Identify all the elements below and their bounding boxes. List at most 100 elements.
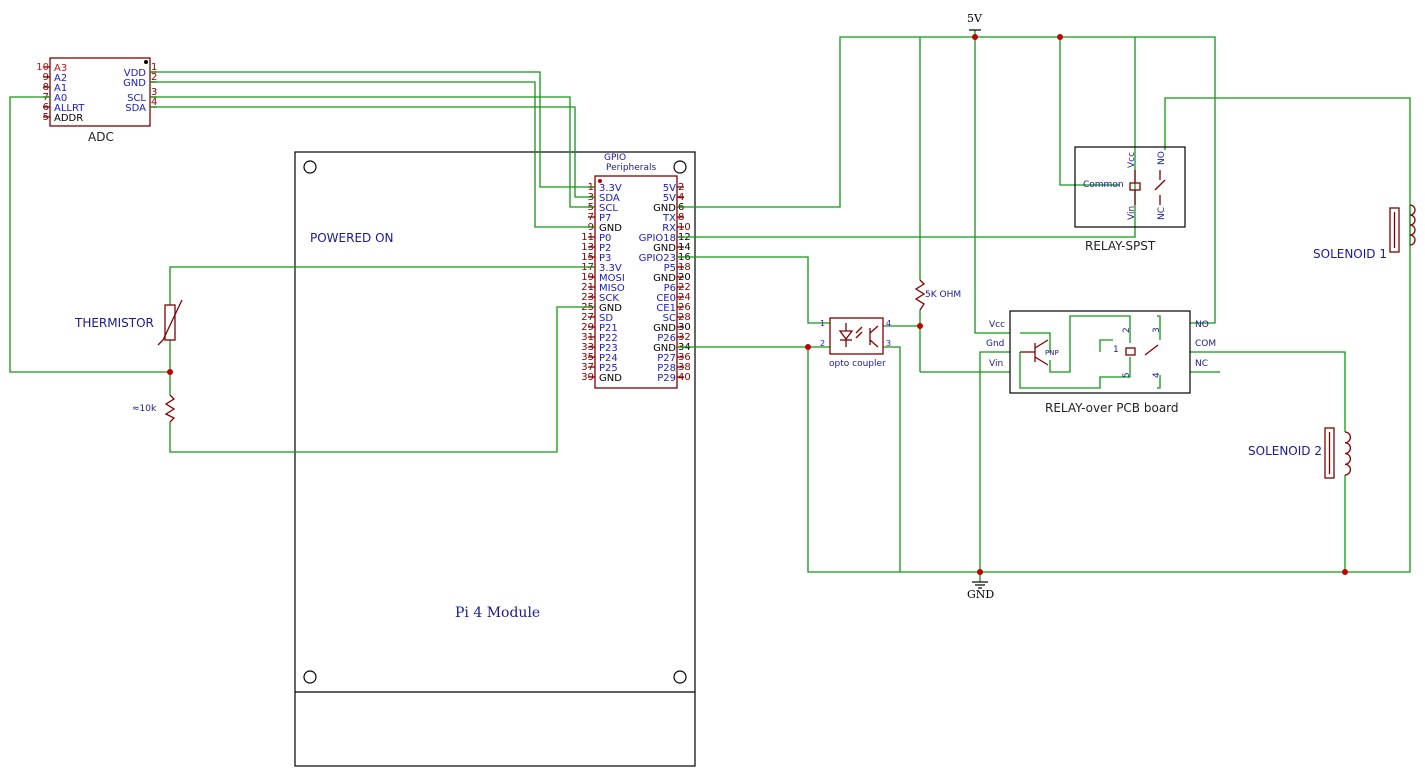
gpio-pin-20-number: 20: [678, 272, 691, 283]
gpio-pin-12-name: GPIO18: [639, 233, 676, 244]
gpio-pin-33-name: P23: [599, 343, 618, 354]
gpio-pin-39-number: 39: [581, 372, 594, 383]
gpio-pin-26-name: CE1: [656, 303, 676, 314]
pi4-module: POWERED ON Pi 4 Module: [294, 151, 696, 767]
gpio-pin-40-number: 40: [678, 372, 691, 383]
relay-pcb-pin-3: 3: [1152, 327, 1162, 333]
gpio-pin-27-number: 27: [581, 312, 594, 323]
opto-coupler: 1 2 3 4 opto coupler: [820, 317, 891, 369]
opto-pin-3: 3: [886, 339, 891, 348]
gpio-pin-31-number: 31: [581, 332, 594, 343]
gpio-pin-23-name: SCK: [599, 293, 619, 304]
gpio-pin-7-number: 7: [588, 212, 594, 223]
gpio-pin-38-name: P28: [657, 363, 676, 374]
adc-label: ADC: [88, 130, 114, 144]
pi-module-label: Pi 4 Module: [455, 605, 540, 621]
gpio-pin-37-number: 37: [581, 362, 594, 373]
gpio-pin-17-name: 3.3V: [599, 263, 622, 274]
relay-pcb-label: RELAY-over PCB board: [1045, 401, 1179, 415]
solenoid-1-label: SOLENOID 1: [1313, 247, 1387, 261]
gpio-pin-34-name: GND: [653, 343, 676, 354]
relay-pcb: Vcc Gnd Vin NO COM NC PNP 1 2 3 4 5 RELA…: [986, 310, 1216, 415]
relay-pcb-pin-5: 5: [1122, 372, 1132, 378]
gpio-pin-22-number: 22: [678, 282, 691, 293]
junctions: [167, 34, 1348, 575]
ground-label: GND: [967, 588, 994, 601]
gpio-pin-31-name: P22: [599, 333, 618, 344]
adc-pin-10-number: 10: [36, 62, 49, 73]
gpio-pin-24-name: CE0: [656, 293, 676, 304]
gpio-pin-30-number: 30: [678, 322, 691, 333]
gpio-pin-23-number: 23: [581, 292, 594, 303]
relay-spst-nc: NC: [1157, 207, 1167, 220]
gpio-pin-15-number: 15: [581, 252, 594, 263]
relay-pcb-gnd: Gnd: [986, 339, 1004, 349]
gpio-pin-13-number: 13: [581, 242, 594, 253]
powered-on-label: POWERED ON: [310, 231, 394, 245]
gpio-pin-21-name: MISO: [599, 283, 625, 294]
relay-spst-vcc: Vcc: [1127, 152, 1137, 168]
gpio-pin-5-name: SCL: [599, 203, 618, 214]
gpio-pin-27-name: SD: [599, 313, 613, 324]
opto-label: opto coupler: [829, 359, 886, 369]
relay-spst: Common Vcc NO Vin NC RELAY-SPST: [1074, 146, 1186, 253]
gpio-pin-35-name: P24: [599, 353, 618, 364]
adc-pin-3-name: SCL: [127, 93, 146, 104]
gpio-peripherals-label: Peripherals: [606, 163, 657, 173]
gpio-pin-18-name: P5: [664, 263, 676, 274]
gpio-pin-39-name: GND: [599, 373, 622, 384]
gpio-pin-4-number: 4: [678, 192, 684, 203]
thermistor-label: THERMISTOR: [74, 316, 154, 330]
resistor-10k: ≈10k: [132, 394, 176, 423]
gpio-pin-8-name: TX: [662, 213, 676, 224]
adc-pin-2-number: 2: [151, 72, 157, 83]
adc-pin-9-number: 9: [43, 72, 49, 83]
pnp-label: PNP: [1045, 349, 1059, 357]
relay-spst-common: Common: [1083, 180, 1124, 190]
gpio-pin-6-name: GND: [653, 203, 676, 214]
gpio-pin-21-number: 21: [581, 282, 594, 293]
resistor-5k-label: 5K OHM: [925, 290, 961, 300]
gpio-pin-32-number: 32: [678, 332, 691, 343]
relay-spst-vin: Vin: [1127, 206, 1137, 220]
gpio-pin-40-name: P29: [657, 373, 676, 384]
gpio-pin-26-number: 26: [678, 302, 691, 313]
gpio-pin-14-name: GND: [653, 243, 676, 254]
gpio-pin-10-number: 10: [678, 222, 691, 233]
adc-pin-10-name: A3: [54, 63, 67, 74]
power-5v: 5V: [967, 12, 983, 31]
power-5v-label: 5V: [967, 12, 983, 25]
resistor-5k: 5K OHM: [914, 279, 961, 311]
gpio-pin-3-name: SDA: [599, 193, 620, 204]
solenoid-1: SOLENOID 1: [1313, 204, 1416, 261]
resistor-10k-label: ≈10k: [132, 404, 157, 414]
opto-pin-2: 2: [820, 339, 825, 348]
relay-spst-no: NO: [1157, 151, 1167, 165]
gpio-pin-29-number: 29: [581, 322, 594, 333]
gpio-pin-8-number: 8: [678, 212, 684, 223]
gpio-pin-2-number: 2: [678, 182, 684, 193]
ground-symbol: GND: [967, 581, 994, 601]
relay-pcb-com: COM: [1195, 339, 1216, 349]
gpio-pin-36-name: P27: [657, 353, 676, 364]
gpio-pin-1-name: 3.3V: [599, 183, 622, 194]
adc-pin-6-number: 6: [43, 102, 49, 113]
relay-pcb-pin-4: 4: [1152, 372, 1162, 378]
wires: [9, 30, 1411, 582]
adc-pin-3-number: 3: [151, 87, 157, 98]
gpio-pin-15-name: P3: [599, 253, 611, 264]
gpio-pin-16-name: GPIO23: [639, 253, 676, 264]
gpio-pin-29-name: P21: [599, 323, 618, 334]
gpio-pin-36-number: 36: [678, 352, 691, 363]
adc-pin-2-name: GND: [123, 78, 146, 89]
adc-pin-8-number: 8: [43, 82, 49, 93]
adc-pin-5-number: 5: [43, 112, 49, 123]
gpio-pin-20-name: GND: [653, 273, 676, 284]
adc-pin-4-name: SDA: [125, 103, 146, 114]
gpio-pin-2-name: 5V: [663, 183, 676, 194]
gpio-pin-33-number: 33: [581, 342, 594, 353]
gpio-pin-4-name: 5V: [663, 193, 676, 204]
